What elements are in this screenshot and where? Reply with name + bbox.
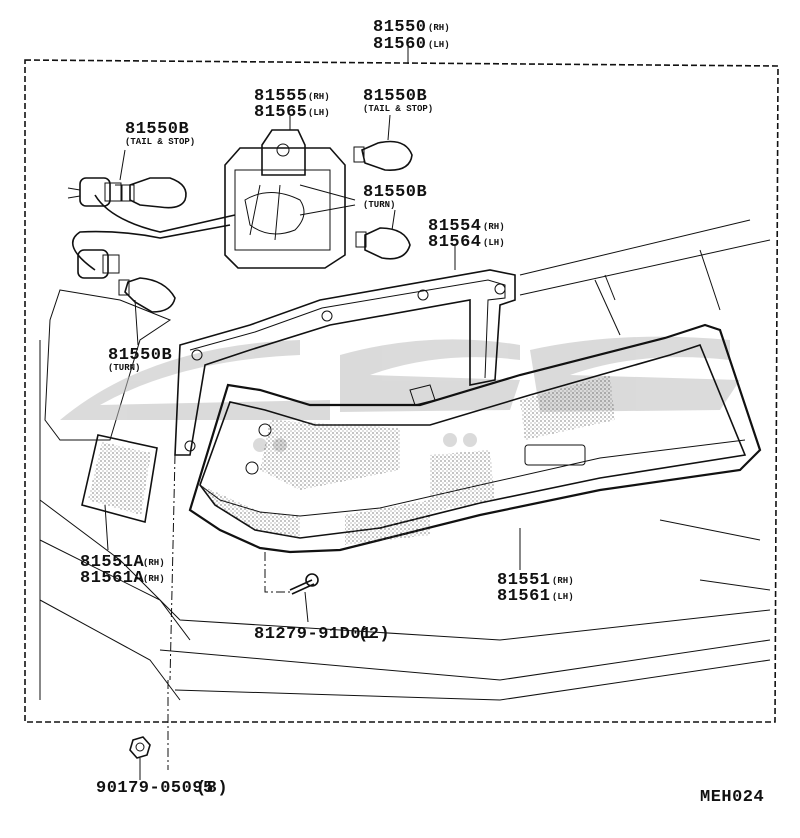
lens-rh-side: (RH): [552, 576, 574, 586]
bulb-turn-right-note: (TURN): [363, 200, 395, 210]
label-lens: 81551 (RH) 81561 (LH): [497, 571, 574, 606]
label-bulb-tail-right: 81550B (TAIL & STOP): [363, 87, 433, 114]
screw: [289, 573, 319, 595]
gasket-inner-edge: [189, 279, 506, 379]
socket-rh-number: 81555: [254, 87, 308, 106]
bulb-tail-right-number: 81550B: [363, 87, 427, 106]
bulb-socket-housing: [224, 129, 356, 269]
gasket-hole: [494, 283, 506, 295]
label-screw: 81279-91D01 (2): [254, 625, 390, 644]
tail-lens: [188, 323, 762, 554]
label-socket: 81555 (RH) 81565 (LH): [254, 87, 330, 122]
bulb-turn-left: [118, 277, 176, 313]
gasket: [174, 269, 516, 456]
socket-rh-side: (RH): [308, 92, 330, 102]
socket-lh-side: (LH): [308, 108, 330, 118]
nut-number: 90179-05095: [96, 779, 214, 798]
leader-lines: [104, 47, 521, 780]
gasket-rh-number: 81554: [428, 217, 482, 236]
gasket-lh-number: 81564: [428, 233, 482, 252]
gasket-rh-side: (RH): [483, 222, 505, 232]
label-bulb-turn-left: 81550B (TURN): [108, 346, 172, 373]
assembly-lh-number: 81560: [373, 35, 427, 54]
assembly-boundary: [24, 59, 779, 723]
lens-lh-number: 81561: [497, 587, 551, 606]
assembly-lh-side: (LH): [428, 40, 450, 50]
gasket-hole: [417, 289, 429, 301]
bulb-turn-right: [355, 227, 411, 260]
bulb-turn-left-note: (TURN): [108, 363, 140, 373]
assembly-rh-side: (RH): [428, 23, 450, 33]
label-assembly: 81550 (RH) 81560 (LH): [373, 18, 450, 54]
nut-qty: (8): [196, 779, 228, 798]
lens-lh-side: (LH): [552, 592, 574, 602]
bulb-tail-right-note: (TAIL & STOP): [363, 104, 433, 114]
side-reflector: [81, 434, 158, 524]
screw-number: 81279-91D01: [254, 625, 372, 644]
reflector-lh-number: 81561A: [80, 569, 145, 588]
bulb-tail-left-note: (TAIL & STOP): [125, 137, 195, 147]
reflector-lh-side: (RH): [143, 574, 165, 584]
bulb-tail-left-number: 81550B: [125, 120, 189, 139]
bulb-tail-right: [353, 140, 413, 172]
gasket-hole: [191, 349, 203, 361]
label-gasket: 81554 (RH) 81564 (LH): [428, 217, 505, 252]
reflector-rh-side: (RH): [143, 558, 165, 568]
bulb-tail-left: [121, 177, 187, 209]
assembly-rh-number: 81550: [373, 18, 427, 37]
socket-lh-number: 81565: [254, 103, 308, 122]
bulb-turn-left-number: 81550B: [108, 346, 172, 365]
diagram-code: MEH024: [700, 788, 764, 807]
bulb-turn-right-number: 81550B: [363, 183, 427, 202]
reflector-rh-number: 81551A: [80, 553, 145, 572]
gasket-lh-side: (LH): [483, 238, 505, 248]
gasket-hole: [321, 310, 333, 322]
left-bulb-socket-lower: [77, 249, 120, 279]
screw-qty: (2): [358, 625, 390, 644]
car-body-outline: [39, 219, 771, 701]
nut: [129, 736, 151, 759]
left-bulb-socket-upper: [67, 177, 122, 207]
label-bulb-tail-left: 81550B (TAIL & STOP): [125, 120, 195, 147]
label-reflector: 81551A (RH) 81561A (RH): [80, 553, 165, 588]
label-nut: 90179-05095 (8): [96, 779, 228, 798]
label-bulb-turn-right: 81550B (TURN): [363, 183, 427, 210]
lens-rh-number: 81551: [497, 571, 551, 590]
gasket-hole: [184, 440, 196, 452]
